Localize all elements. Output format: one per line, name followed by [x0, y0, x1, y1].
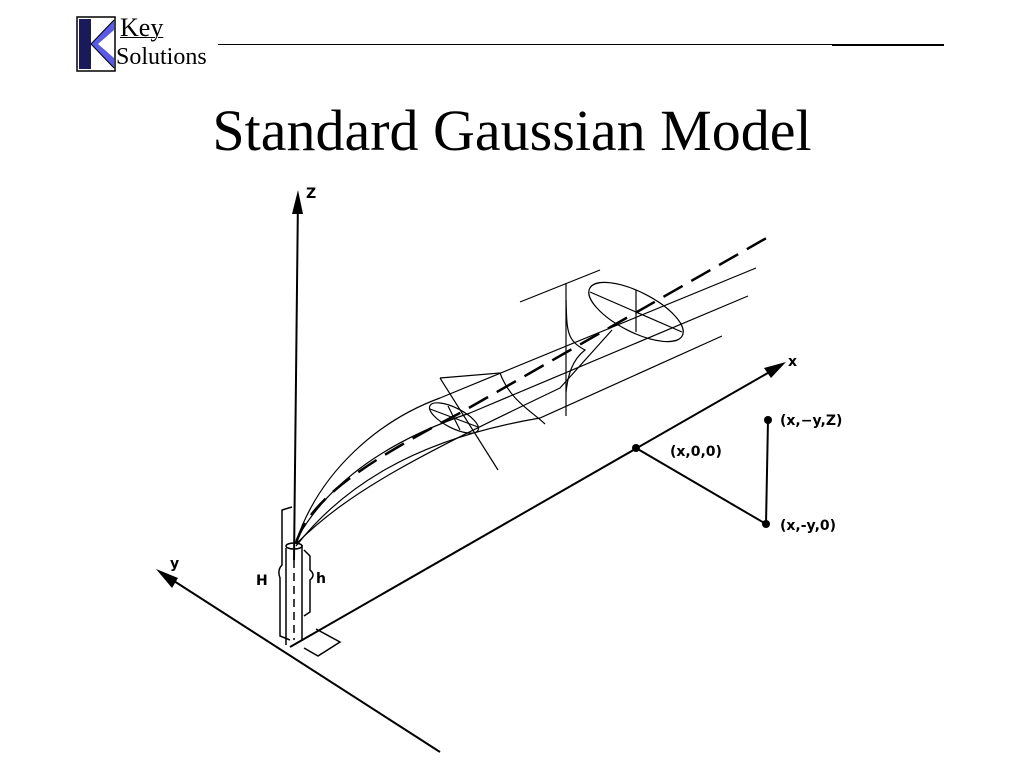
centerline-point-label: (x,0,0): [670, 444, 722, 460]
z-axis-arrow-icon: [292, 190, 303, 214]
vertical-gaussian-profile: [519, 269, 601, 416]
far-cross-section: [588, 281, 684, 343]
H-bracket: [278, 506, 293, 641]
slide-title: Standard Gaussian Model: [212, 98, 812, 163]
ground-point-label: (x,-y,0): [780, 518, 836, 534]
receptor-label: (x,−y,Z): [780, 413, 842, 429]
z-axis-label: Z: [306, 186, 316, 202]
x-axis: [289, 365, 781, 648]
x-axis-arrow-icon: [764, 362, 786, 378]
y-axis-arrow-icon: [156, 569, 178, 588]
offset-line: [635, 447, 767, 525]
y-axis: [159, 571, 441, 753]
header-rule: [218, 44, 944, 45]
near-cross-section: [428, 372, 546, 471]
header-rule-accent: [832, 44, 944, 46]
logo-text-solutions: Solutions: [116, 44, 207, 70]
h-label: h: [316, 571, 326, 587]
h-bracket: [303, 549, 314, 617]
centerline-point-dot: [632, 444, 640, 452]
company-logo: Key Solutions: [76, 14, 226, 74]
z-axis: [293, 195, 299, 561]
H-label: H: [256, 573, 268, 589]
ground-corner: [303, 628, 342, 657]
logo-mark-icon: [76, 16, 116, 72]
plume-outline: [294, 234, 771, 547]
receptor-point-dot: [764, 416, 772, 424]
stack: [285, 542, 303, 645]
x-axis-label: x: [788, 354, 797, 370]
y-axis-label: y: [170, 556, 179, 572]
height-line: [765, 419, 769, 525]
ground-point-dot: [762, 520, 770, 528]
logo-text-key: Key: [120, 13, 164, 42]
